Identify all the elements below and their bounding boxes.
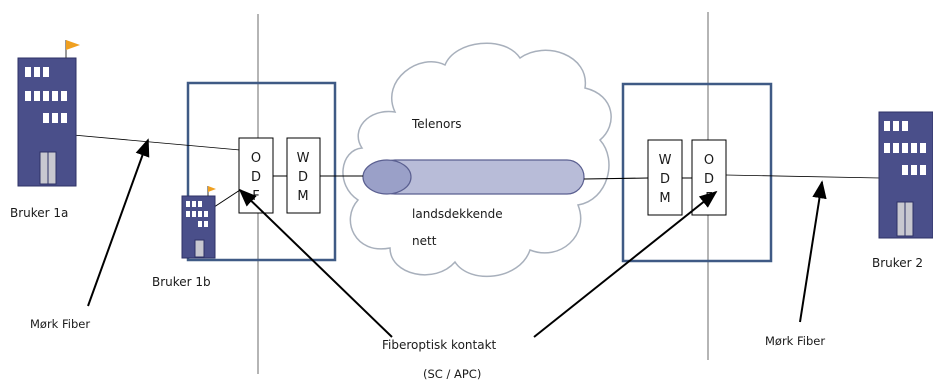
- wdm-letter: D: [298, 170, 308, 185]
- wdm-letter: M: [659, 191, 670, 206]
- cloud-label-line-1: Telenors: [411, 117, 462, 131]
- fiber-tube: [362, 159, 585, 195]
- label-user-2: Bruker 2: [872, 256, 923, 270]
- odf-letter: D: [704, 172, 714, 187]
- label-dark-fiber-left: Mørk Fiber: [30, 317, 90, 331]
- dark-fiber-line-right: [725, 174, 881, 179]
- wdm-box-right: W D M: [647, 139, 683, 216]
- odf-box-left: O D F: [238, 137, 274, 214]
- cloud-label-line-2: landsdekkende: [412, 207, 503, 221]
- label-user-1a: Bruker 1a: [10, 206, 68, 220]
- office-building-icon: [17, 40, 80, 187]
- cloud-to-wdm-link-right: [583, 177, 649, 180]
- odf-letter: D: [251, 170, 261, 185]
- label-user-1b: Bruker 1b: [152, 275, 211, 289]
- site-box-right: [621, 82, 773, 263]
- arrow-connector-right: [533, 190, 718, 338]
- site-box-left: [186, 81, 337, 262]
- label-connector-type: (SC / APC): [423, 367, 481, 381]
- odf-letter: O: [704, 153, 714, 168]
- office-building-icon: [181, 186, 216, 259]
- odf-letter: O: [251, 151, 261, 166]
- odf-box-right: O D F: [691, 139, 727, 216]
- wdm-letter: M: [297, 189, 308, 204]
- office-building-icon: [878, 111, 933, 239]
- label-connector: Fiberoptisk kontakt: [382, 338, 497, 352]
- arrow-dark-fiber-left: [87, 138, 150, 307]
- cloud-label-line-3: nett: [412, 234, 437, 248]
- arrow-dark-fiber-right: [799, 180, 827, 323]
- label-dark-fiber-right: Mørk Fiber: [765, 334, 825, 348]
- wdm-box-left: W D M: [286, 137, 321, 214]
- wdm-letter: W: [297, 151, 310, 166]
- dark-fiber-line-left: [61, 133, 241, 151]
- arrow-connector-left: [238, 188, 393, 338]
- wdm-letter: D: [660, 172, 670, 187]
- wdm-letter: W: [659, 153, 672, 168]
